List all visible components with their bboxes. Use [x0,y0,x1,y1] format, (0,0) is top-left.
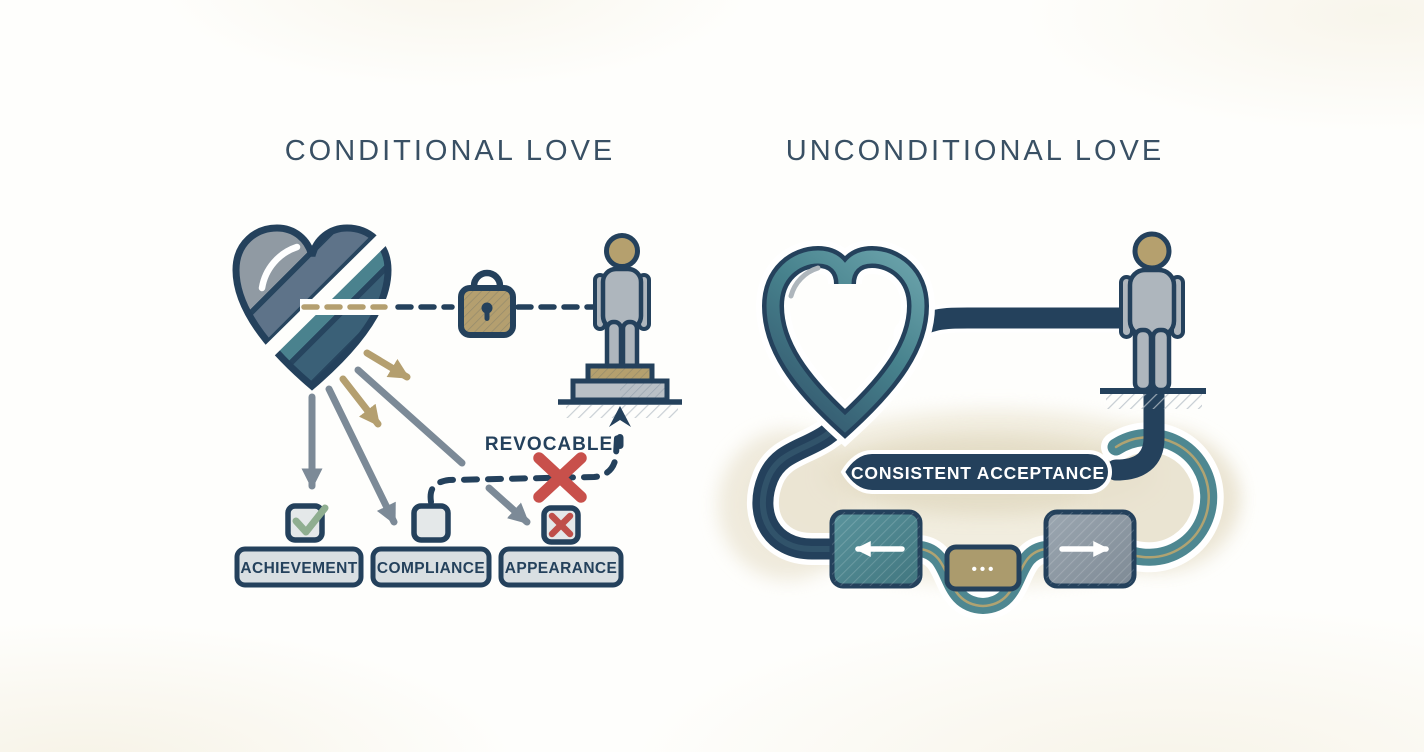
consistent-acceptance-banner: CONSISTENT ACCEPTANCE [840,450,1113,494]
loop-ellipsis-box: ••• [944,544,1022,592]
heart-person-connection [893,303,1143,349]
appearance-label-text: APPEARANCE [505,560,618,577]
condition-checkboxes [285,503,581,545]
person-on-pedestal-icon [558,233,682,418]
revocable-dashed-line [427,435,620,505]
label-compliance: COMPLIANCE [370,546,492,588]
right-panel-title: UNCONDITIONAL LOVE [786,135,1164,167]
label-appearance: APPEARANCE [498,546,624,588]
heart-highlight [258,243,301,292]
arrow-steel-plain-icon [354,366,466,467]
revocable-label: REVOCABLE [485,434,613,455]
left-panel: CONDITIONAL LOVE [232,135,682,588]
achievement-label-text: ACHIEVEMENT [240,560,357,577]
left-panel-title: CONDITIONAL LOVE [285,135,616,167]
outline-heart-icon [755,239,936,448]
ellipsis-icon: ••• [972,561,997,578]
condition-arrows [301,349,531,526]
arrow-compliance-icon [325,385,398,526]
compliance-label-text: COMPLIANCE [377,560,485,577]
checkbox-checked-icon [285,503,329,543]
red-cross-icon [533,452,587,503]
revocable-up-arrow-icon [609,406,631,449]
arrow-tan-short-icon [339,375,382,428]
ground-hatch [1106,394,1202,409]
loop-wave-ribbon [906,535,1060,621]
loop-back-box [829,509,923,589]
right-panel: UNCONDITIONAL LOVE [718,135,1240,621]
checkbox-empty-icon [411,503,451,543]
revocable-path: REVOCABLE [427,406,631,505]
banner-text: CONSISTENT ACCEPTANCE [851,463,1105,483]
arrow-appearance-icon [485,484,531,526]
checkbox-crossed-icon [541,505,581,545]
label-achievement: ACHIEVEMENT [234,546,364,588]
condition-labels: ACHIEVEMENT COMPLIANCE APPEARANCE [234,546,624,588]
person-icon [1100,231,1206,409]
loop-left-tube [747,400,862,565]
arrow-tan-long-icon [363,349,411,381]
padlock-icon [458,269,516,338]
heart-tube-highlight [788,265,821,299]
person-loop-tube [1105,379,1165,481]
loop-forward-box [1043,509,1137,589]
